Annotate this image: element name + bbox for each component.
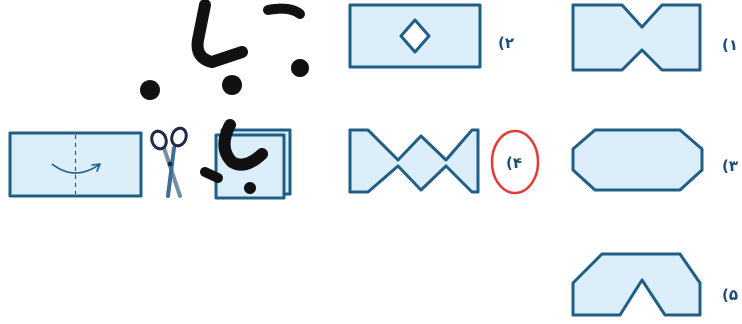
option-1-label: (۱ [722, 36, 738, 54]
option-3-shape [573, 130, 702, 190]
option-4-shape [350, 130, 478, 192]
option-5-shape [573, 254, 700, 315]
option-3-label: (۳ [722, 157, 738, 175]
option-4-label: (۴ [506, 154, 522, 172]
unfolded-paper [10, 133, 141, 196]
option-2-shape [350, 5, 480, 67]
option-5-label: (۵ [722, 286, 738, 304]
option-1-shape [573, 5, 700, 70]
scissors-icon [149, 126, 188, 196]
option-2[interactable]: (۲ [350, 5, 514, 67]
option-1[interactable]: (۱ [573, 5, 738, 70]
option-4[interactable]: (۴ [350, 130, 538, 193]
option-5[interactable]: (۵ [573, 254, 738, 315]
option-3[interactable]: (۳ [573, 130, 738, 190]
option-2-label: (۲ [498, 34, 514, 52]
